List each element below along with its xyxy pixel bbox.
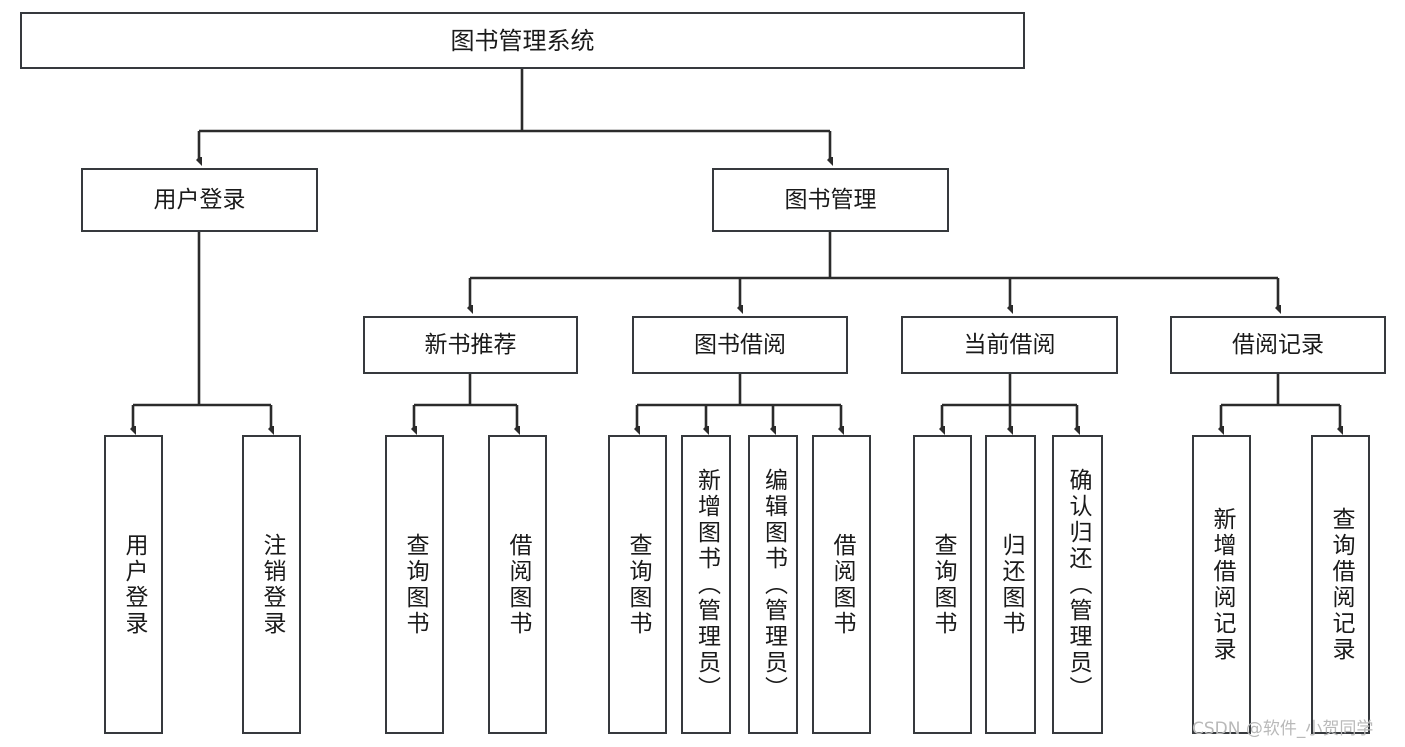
node-root-label: 图书管理系统 bbox=[450, 26, 595, 55]
node-leaf-return-book-label: 归还图书 bbox=[998, 532, 1024, 637]
node-leaf-borrow-book-1[interactable]: 借阅图书 bbox=[488, 435, 547, 734]
node-book-borrow[interactable]: 图书借阅 bbox=[632, 316, 848, 374]
node-leaf-edit-book[interactable]: 编辑图书（管理员） bbox=[748, 435, 798, 734]
node-leaf-logout-label: 注销登录 bbox=[259, 532, 285, 637]
node-leaf-query-book-3-label: 查询图书 bbox=[930, 532, 956, 637]
node-leaf-query-book-1[interactable]: 查询图书 bbox=[385, 435, 444, 734]
node-current-borrow[interactable]: 当前借阅 bbox=[901, 316, 1118, 374]
node-user-login-label: 用户登录 bbox=[153, 186, 246, 213]
node-leaf-query-record[interactable]: 查询借阅记录 bbox=[1311, 435, 1370, 734]
node-leaf-logout[interactable]: 注销登录 bbox=[242, 435, 301, 734]
node-new-book-recommend-label: 新书推荐 bbox=[424, 331, 517, 358]
node-current-borrow-label: 当前借阅 bbox=[963, 331, 1056, 358]
watermark: CSDN @软件_小贺同学 bbox=[1192, 719, 1374, 739]
node-leaf-query-book-2[interactable]: 查询图书 bbox=[608, 435, 667, 734]
node-leaf-user-login[interactable]: 用户登录 bbox=[104, 435, 163, 734]
node-leaf-add-book-label: 新增图书（管理员） bbox=[693, 467, 720, 702]
node-new-book-recommend[interactable]: 新书推荐 bbox=[363, 316, 578, 374]
node-leaf-query-record-label: 查询借阅记录 bbox=[1328, 506, 1354, 663]
node-user-login[interactable]: 用户登录 bbox=[81, 168, 318, 232]
node-book-manage-label: 图书管理 bbox=[784, 186, 877, 213]
node-leaf-borrow-book-1-label: 借阅图书 bbox=[505, 532, 531, 637]
node-book-borrow-label: 图书借阅 bbox=[694, 331, 786, 358]
node-leaf-add-book[interactable]: 新增图书（管理员） bbox=[681, 435, 731, 734]
node-borrow-record-label: 借阅记录 bbox=[1232, 331, 1324, 358]
node-root[interactable]: 图书管理系统 bbox=[20, 12, 1025, 69]
node-leaf-borrow-book-2[interactable]: 借阅图书 bbox=[812, 435, 871, 734]
node-leaf-confirm-return[interactable]: 确认归还（管理员） bbox=[1052, 435, 1103, 734]
node-leaf-query-book-2-label: 查询图书 bbox=[625, 532, 651, 637]
node-leaf-query-book-1-label: 查询图书 bbox=[402, 532, 428, 637]
node-borrow-record[interactable]: 借阅记录 bbox=[1170, 316, 1386, 374]
node-leaf-return-book[interactable]: 归还图书 bbox=[985, 435, 1036, 734]
node-book-manage[interactable]: 图书管理 bbox=[712, 168, 949, 232]
node-leaf-query-book-3[interactable]: 查询图书 bbox=[913, 435, 972, 734]
node-leaf-edit-book-label: 编辑图书（管理员） bbox=[760, 467, 787, 702]
node-leaf-add-record[interactable]: 新增借阅记录 bbox=[1192, 435, 1251, 734]
node-leaf-borrow-book-2-label: 借阅图书 bbox=[829, 532, 855, 637]
node-leaf-confirm-return-label: 确认归还（管理员） bbox=[1065, 467, 1091, 702]
node-leaf-add-record-label: 新增借阅记录 bbox=[1209, 506, 1235, 663]
node-leaf-user-login-label: 用户登录 bbox=[121, 532, 147, 637]
